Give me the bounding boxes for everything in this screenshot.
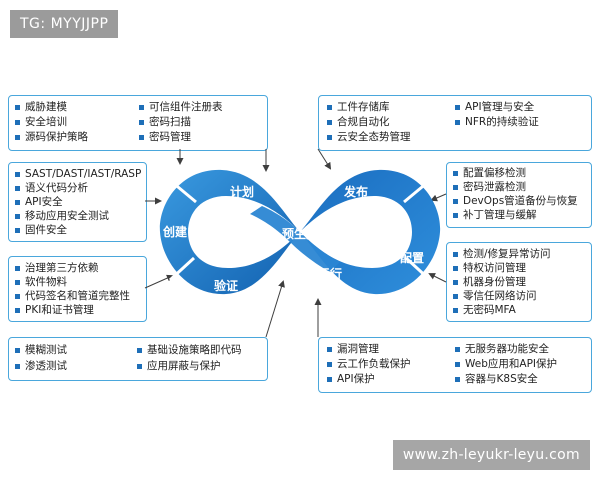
preprod-practices-box: 模糊测试 渗透测试 基础设施策略即代码 应用屏蔽与保护	[8, 337, 268, 381]
list-item: 容器与K8S安全	[455, 373, 538, 386]
release-practices-box: 工件存储库 合规自动化 云安全态势管理 API管理与安全 NFR的持续验证	[318, 95, 592, 151]
list-item: 工件存储库	[327, 101, 390, 114]
list-item: 移动应用安全测试	[15, 210, 109, 223]
stage-label-configure: 配置	[400, 250, 424, 265]
list-item: 固件安全	[15, 224, 67, 237]
list-item: 代码签名和管道完整性	[15, 290, 130, 303]
list-item: 软件物料	[15, 276, 67, 289]
stage-label-preprod: 预生产	[282, 226, 318, 241]
list-item: 模糊测试	[15, 344, 67, 357]
list-item: NFR的持续验证	[455, 116, 539, 129]
telegram-tag: TG: MYYJJPP	[10, 10, 119, 38]
segment-separators	[168, 180, 432, 282]
list-item: 基础设施策略即代码	[137, 344, 242, 357]
list-item: 云工作负载保护	[327, 358, 411, 371]
list-item: 检测/修复异常访问	[453, 248, 551, 261]
list-item: 无服务器功能安全	[455, 343, 549, 356]
list-item: 零信任网络访问	[453, 290, 537, 303]
access-practices-box: 检测/修复异常访问 特权访问管理 机器身份管理 零信任网络访问 无密码MFA	[446, 242, 592, 322]
connector-lines	[144, 148, 447, 338]
list-item: 配置偏移检测	[453, 167, 526, 180]
plan-practices-box: 威胁建模 安全培训 源码保护策略 可信组件注册表 密码扫描 密码管理	[8, 95, 268, 151]
list-item: 应用屏蔽与保护	[137, 360, 221, 373]
list-item: 治理第三方依赖	[15, 262, 99, 275]
operate-practices-box: 漏洞管理 云工作负载保护 API保护 无服务器功能安全 Web应用和API保护 …	[318, 337, 592, 393]
list-item: 无密码MFA	[453, 304, 516, 317]
list-item: 密码扫描	[139, 116, 191, 129]
list-item: DevOps管道备份与恢复	[453, 195, 578, 208]
list-item: SAST/DAST/IAST/RASP	[15, 168, 141, 181]
list-item: 密码泄露检测	[453, 181, 526, 194]
configure-practices-box: 配置偏移检测 密码泄露检测 DevOps管道备份与恢复 补丁管理与缓解	[446, 162, 592, 228]
list-item: 源码保护策略	[15, 131, 88, 144]
website-watermark: www.zh-leyukr-leyu.com	[392, 440, 590, 470]
stage-label-plan: 计划	[230, 184, 254, 199]
list-item: 漏洞管理	[327, 343, 379, 356]
left-loop-shape	[159, 169, 300, 295]
list-item: 安全培训	[15, 116, 67, 129]
list-item: 可信组件注册表	[139, 101, 223, 114]
list-item: 合规自动化	[327, 116, 390, 129]
list-item: 特权访问管理	[453, 262, 526, 275]
stage-label-verify: 验证	[214, 278, 238, 293]
list-item: 补丁管理与缓解	[453, 209, 537, 222]
stage-label-release: 发布	[343, 184, 368, 199]
list-item: Web应用和API保护	[455, 358, 557, 371]
right-loop-shape	[300, 169, 441, 295]
list-item: 密码管理	[139, 131, 191, 144]
verify-practices-box: 治理第三方依赖 软件物料 代码签名和管道完整性 PKI和证书管理	[8, 256, 147, 322]
create-practices-box: SAST/DAST/IAST/RASP 语义代码分析 API安全 移动应用安全测…	[8, 162, 147, 242]
list-item: 渗透测试	[15, 360, 67, 373]
stage-label-create: 创建	[162, 224, 188, 239]
list-item: 机器身份管理	[453, 276, 526, 289]
list-item: 语义代码分析	[15, 182, 88, 195]
list-item: PKI和证书管理	[15, 304, 94, 317]
stage-label-operate: 运行	[318, 266, 342, 281]
center-crossing-band	[250, 206, 340, 272]
list-item: API管理与安全	[455, 101, 534, 114]
list-item: API保护	[327, 373, 375, 386]
list-item: 威胁建模	[15, 101, 67, 114]
list-item: API安全	[15, 196, 63, 209]
list-item: 云安全态势管理	[327, 131, 411, 144]
